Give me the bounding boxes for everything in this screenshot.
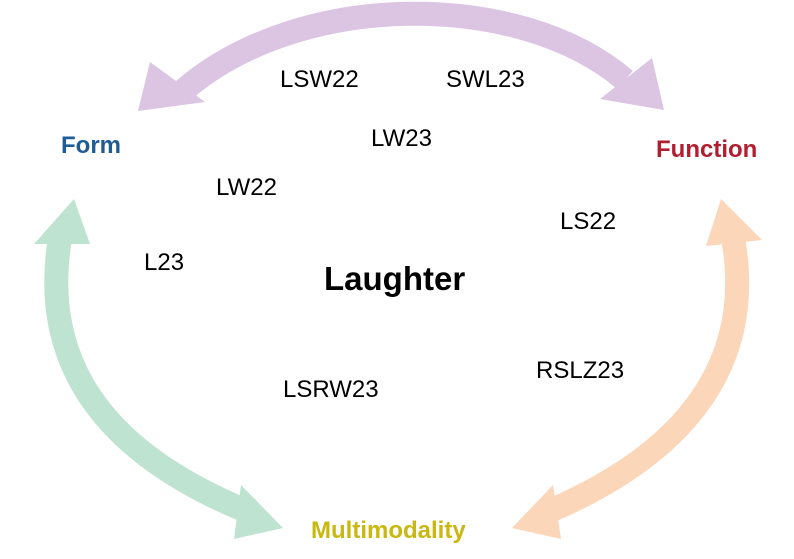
function-multimodality-arrow	[512, 199, 762, 539]
form-multimodality-arrow	[34, 199, 283, 539]
form-function-arrow	[138, 1, 664, 111]
reference-label: RSLZ23	[536, 357, 625, 384]
multimodality-label: Multimodality	[311, 517, 466, 544]
center-title: Laughter	[324, 260, 466, 297]
reference-label: LW23	[371, 125, 432, 152]
reference-label: LSRW23	[283, 376, 379, 403]
reference-label: LW22	[216, 174, 277, 201]
function-label: Function	[656, 136, 758, 163]
reference-label: L23	[144, 249, 185, 276]
reference-label: SWL23	[446, 66, 525, 93]
reference-label: LS22	[560, 208, 617, 235]
form-label: Form	[61, 132, 121, 159]
reference-label: LSW22	[280, 66, 359, 93]
